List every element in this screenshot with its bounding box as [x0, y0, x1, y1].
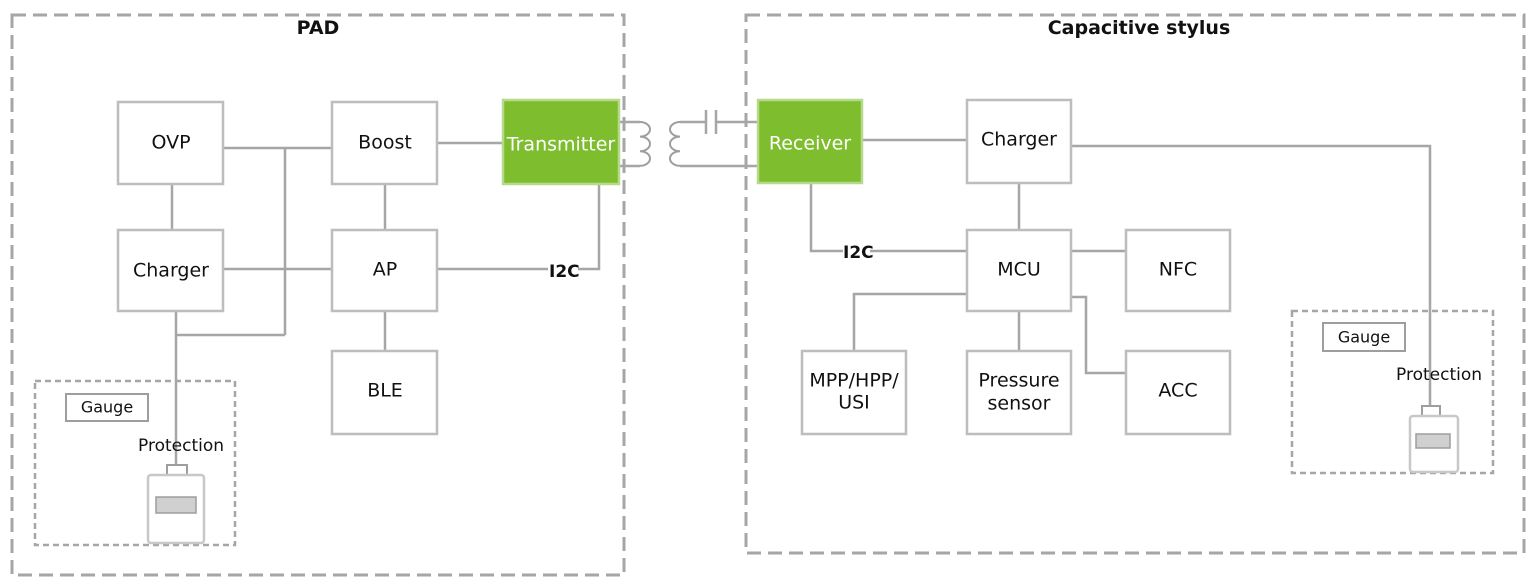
stylus-i2c-label: I2C [843, 243, 874, 263]
stylus-connections [809, 138, 1432, 412]
nfc-label: NFC [1159, 259, 1197, 281]
mcu-label: MCU [997, 259, 1041, 281]
secondary-coil-icon [669, 121, 681, 167]
ble-label: BLE [367, 380, 403, 402]
pressure-sensor-block: Pressure sensor [965, 349, 1073, 436]
pad-charger-block: Charger [116, 228, 225, 313]
transmitter-block: Transmitter [501, 98, 621, 186]
stylus-charger-block: Charger [965, 98, 1073, 185]
nfc-block: NFC [1124, 228, 1232, 313]
pad-section-border [10, 13, 626, 577]
pad-protection-label: Protection [138, 436, 224, 456]
boost-block: Boost [330, 100, 439, 186]
pad-section-title: PAD [297, 17, 340, 39]
receiver-block: Receiver [756, 98, 864, 185]
stylus-protection-label: Protection [1396, 365, 1482, 385]
mcu-block: MCU [965, 228, 1073, 313]
pad-i2c-label: I2C [549, 262, 580, 282]
pressure-label-line2: sensor [988, 393, 1051, 415]
mpp-label-line1: MPP/HPP/ [809, 370, 899, 392]
stylus-charger-label: Charger [981, 129, 1057, 151]
transmitter-label: Transmitter [506, 134, 616, 156]
ovp-label: OVP [151, 132, 190, 154]
primary-coil-icon [639, 121, 651, 167]
acc-label: ACC [1158, 380, 1197, 402]
stylus-battery-icon [1408, 405, 1460, 474]
stylus-gauge-area [1290, 309, 1495, 475]
acc-block: ACC [1124, 349, 1232, 436]
wireless-coupling [619, 110, 758, 168]
pad-gauge-box: Gauge [65, 393, 149, 422]
pad-battery-icon [146, 464, 206, 545]
pad-charger-label: Charger [133, 260, 209, 282]
boost-label: Boost [358, 132, 412, 154]
ap-label: AP [373, 259, 397, 281]
stylus-section-border [744, 13, 1526, 555]
stylus-gauge-box: Gauge [1322, 322, 1406, 352]
ap-block: AP [330, 228, 439, 313]
ovp-block: OVP [116, 100, 225, 186]
pressure-label-line1: Pressure [978, 370, 1059, 392]
pad-gauge-area [33, 379, 237, 547]
receiver-label: Receiver [769, 133, 851, 155]
ble-block: BLE [330, 349, 439, 436]
mpp-block: MPP/HPP/ USI [800, 349, 908, 436]
stylus-section-title: Capacitive stylus [1048, 17, 1231, 39]
mpp-label-line2: USI [838, 392, 870, 414]
pad-gauge-label: Gauge [81, 398, 133, 417]
pad-connections [170, 141, 601, 470]
stylus-gauge-label: Gauge [1338, 328, 1390, 347]
